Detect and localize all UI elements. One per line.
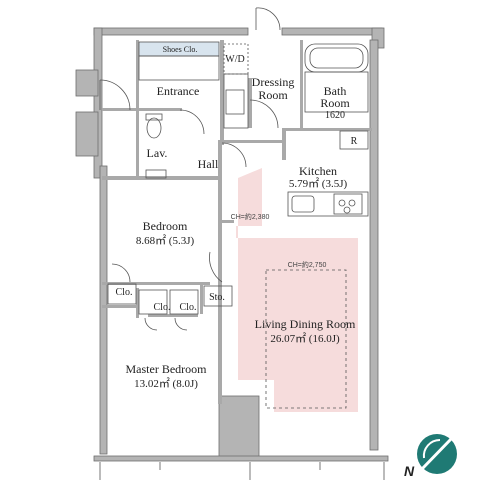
- living-dining-zone: [236, 168, 358, 412]
- outer-walls: [75, 27, 389, 462]
- ceiling-outline: [265, 269, 347, 409]
- kitchen-counter: [287, 191, 369, 217]
- shoes-closet-label: Shoes Clo.: [163, 45, 198, 54]
- kitchen-label: Kitchen: [299, 164, 337, 178]
- living-dining-label: Living Dining Room: [255, 317, 356, 331]
- lavatory-sink: [145, 169, 167, 179]
- entrance-label: Entrance: [157, 84, 200, 98]
- ceiling-height-2: CH=約2,750: [288, 260, 327, 269]
- compass-icon: [417, 434, 457, 474]
- closet-label-2: Clo.: [154, 302, 171, 313]
- wd-label: W/D: [225, 54, 244, 65]
- ceiling-height-1: CH=約2,380: [231, 212, 270, 221]
- master-bedroom-area-label: 13.02㎡ (8.0J): [134, 377, 198, 390]
- toilet: [146, 117, 162, 139]
- dressing-room-label-2: Room: [258, 88, 288, 102]
- master-bedroom-label: Master Bedroom: [126, 362, 208, 376]
- bath-room-label-2: Room: [320, 96, 350, 110]
- bath-size-label: 1620: [325, 110, 345, 121]
- compass-north-label: N: [404, 463, 415, 479]
- bath-room-label-1: Bath: [324, 84, 347, 98]
- living-dining-area-label: 26.07㎡ (16.0J): [270, 332, 340, 345]
- fixtures: [99, 7, 385, 480]
- lav-label: Lav.: [147, 146, 168, 160]
- hall-label: Hall: [198, 157, 219, 171]
- dressing-room-label-1: Dressing: [252, 75, 295, 89]
- kitchen-area-label: 5.79㎡ (3.5J): [289, 177, 348, 190]
- bedroom-area-label: 8.68㎡ (5.3J): [136, 234, 195, 247]
- refrigerator-label: R: [351, 136, 358, 147]
- storage-label: Sto.: [209, 292, 225, 303]
- closet-label-3: Clo.: [180, 302, 197, 313]
- closet-label-1: Clo.: [116, 287, 133, 298]
- bedroom-label: Bedroom: [143, 219, 188, 233]
